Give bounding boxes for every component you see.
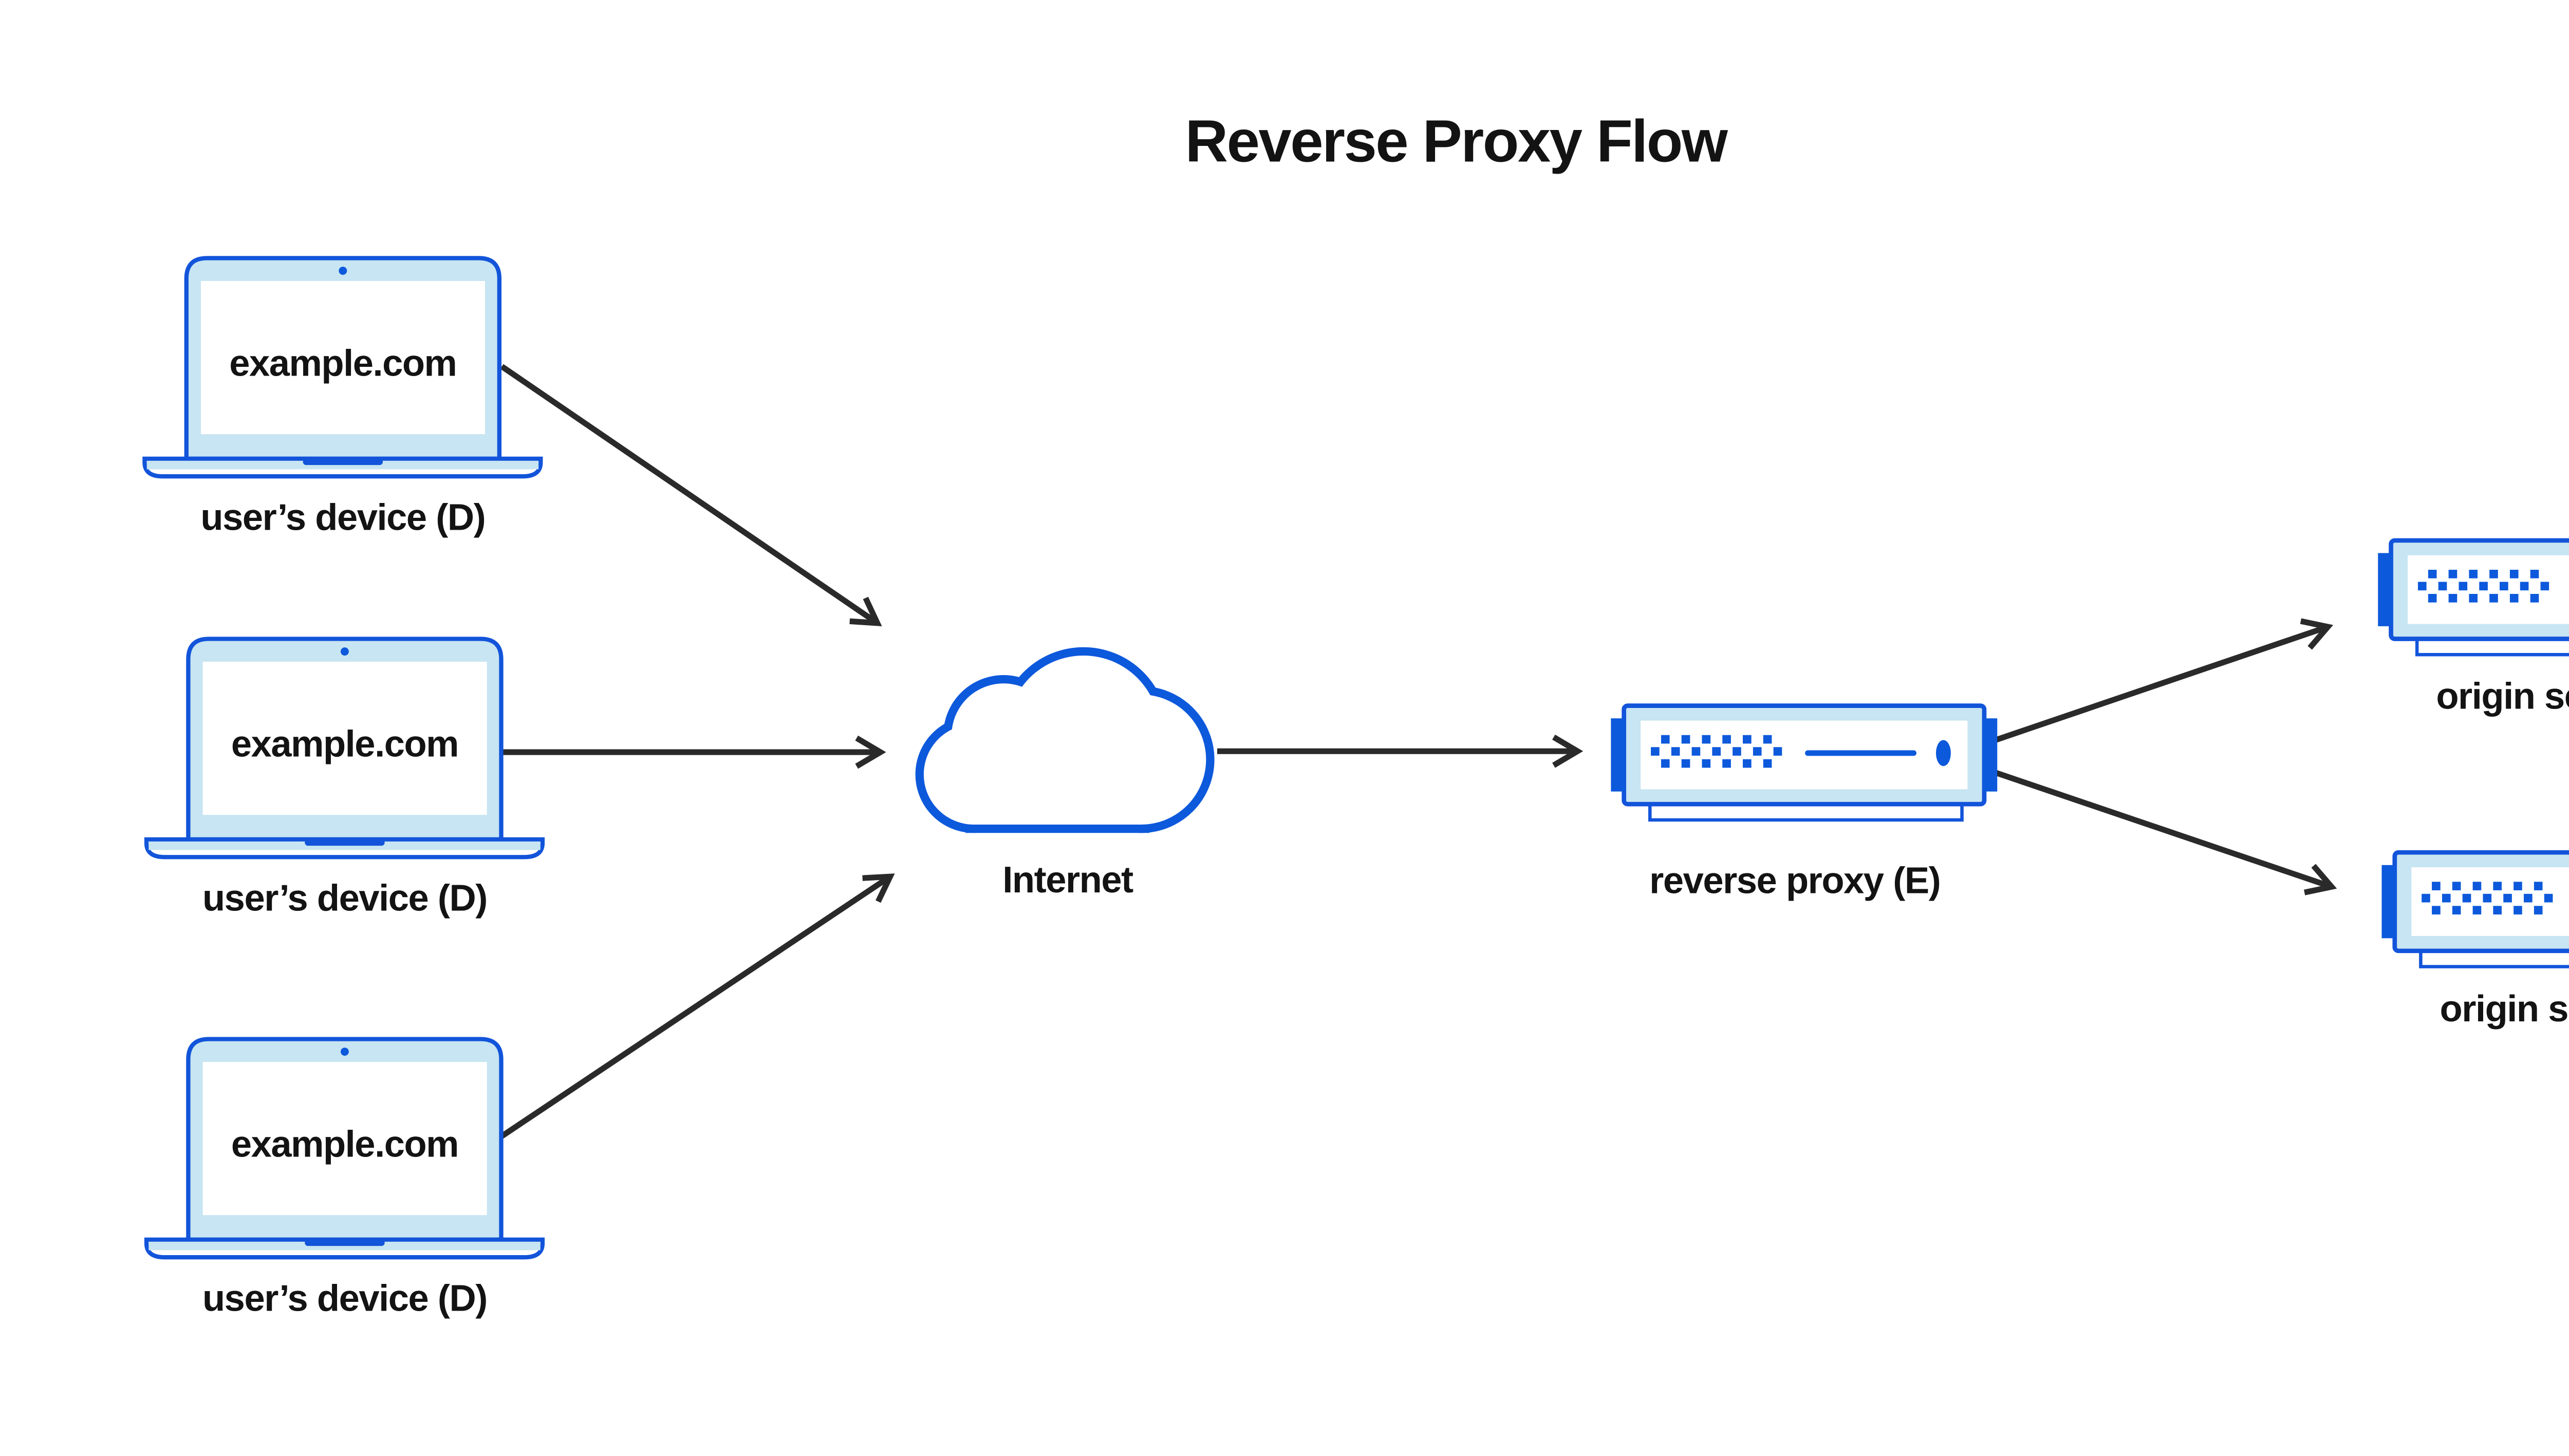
rack-server-icon bbox=[2381, 852, 2569, 966]
flow-arrows bbox=[500, 364, 2337, 1139]
device-label: user’s device (D) bbox=[202, 1278, 487, 1319]
arrow-device1-to-internet bbox=[500, 364, 882, 626]
device-screen-url: example.com bbox=[229, 343, 456, 384]
reverse-proxy-node: reverse proxy (E) bbox=[1611, 706, 1997, 902]
rack-server-icon bbox=[2378, 540, 2569, 655]
device-label: user’s device (D) bbox=[202, 878, 487, 919]
internet-cloud-icon bbox=[924, 656, 1206, 825]
device-label: user’s device (D) bbox=[200, 497, 485, 538]
origin-server-node-1: origin server (F) bbox=[2378, 540, 2569, 717]
origin-server-node-2: origin server (F) bbox=[2381, 852, 2569, 1030]
device-screen-url: example.com bbox=[231, 1124, 458, 1165]
rack-server-icon bbox=[1611, 706, 1997, 820]
arrow-device3-to-internet bbox=[500, 873, 895, 1139]
user-device-node-2: example.com user’s device (D) bbox=[146, 639, 543, 919]
internet-label: Internet bbox=[1002, 860, 1133, 901]
user-device-node-1: example.com user’s device (D) bbox=[144, 258, 541, 538]
user-device-node-3: example.com user’s device (D) bbox=[146, 1039, 543, 1319]
origin-server-label: origin server (F) bbox=[2436, 676, 2569, 717]
reverse-proxy-label: reverse proxy (E) bbox=[1649, 861, 1940, 902]
origin-server-label: origin server (F) bbox=[2440, 988, 2569, 1030]
device-screen-url: example.com bbox=[231, 723, 458, 764]
page-title: Reverse Proxy Flow bbox=[1185, 107, 1728, 174]
arrow-proxy-to-origin2 bbox=[1991, 769, 2337, 895]
internet-node: Internet bbox=[924, 656, 1206, 901]
arrow-proxy-to-origin1 bbox=[1991, 618, 2334, 744]
